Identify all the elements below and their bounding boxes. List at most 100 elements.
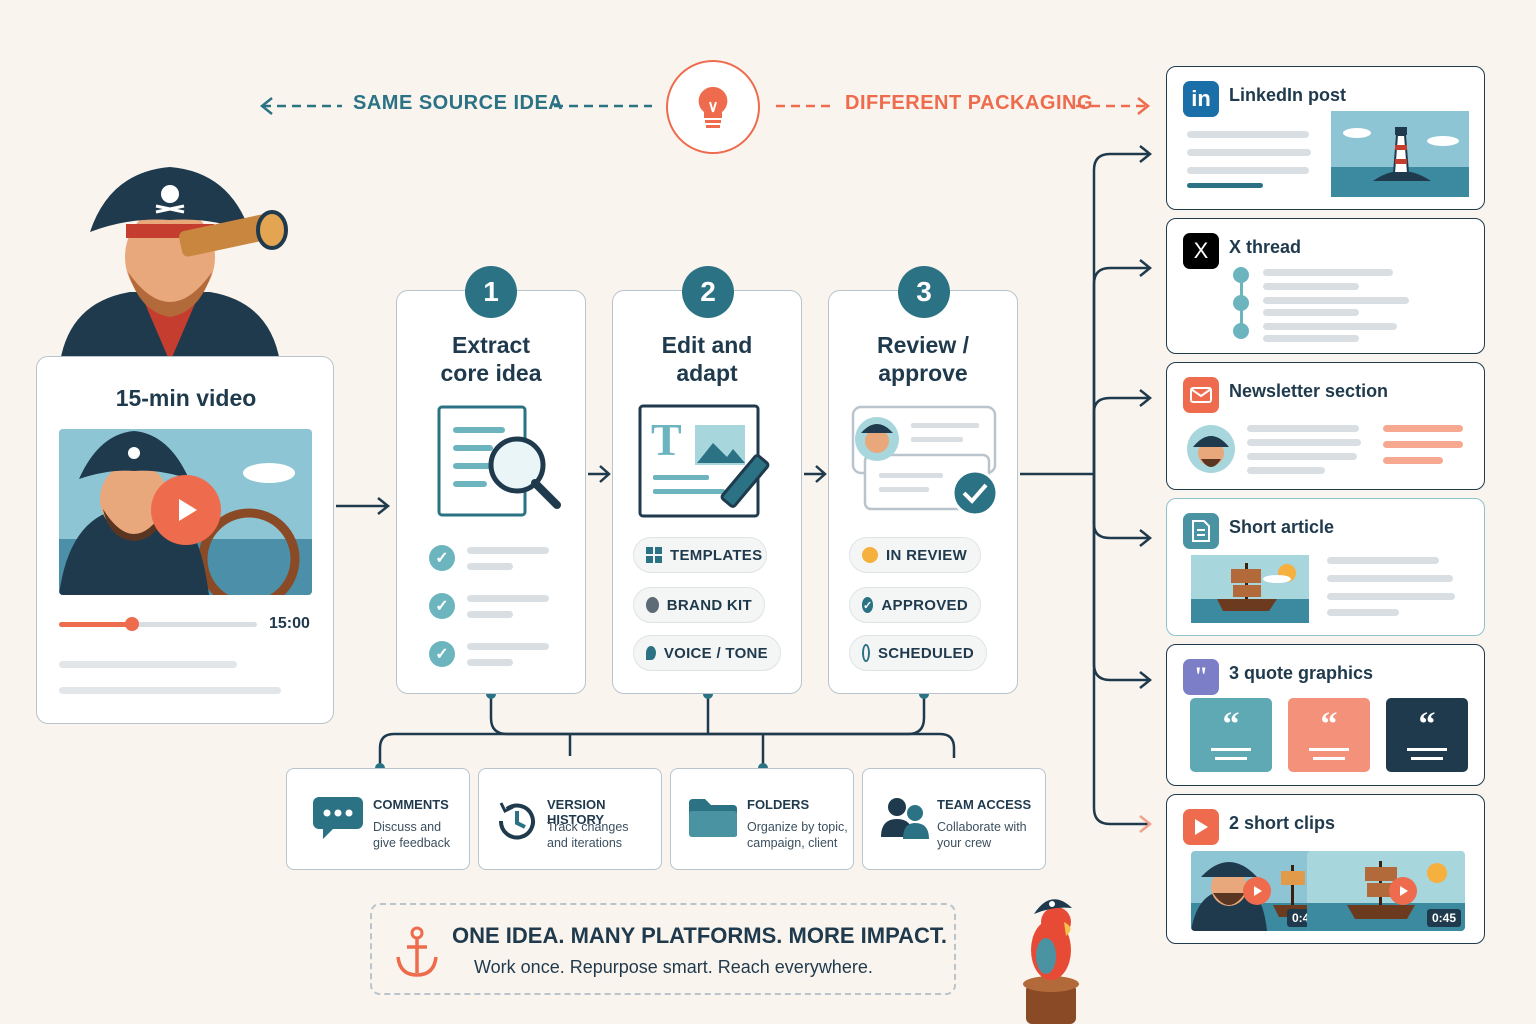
text-placeholder [1247,439,1361,446]
feature-comments[interactable]: COMMENTS Discuss and give feedback [286,768,470,870]
check-circle-icon: ✓ [862,597,874,613]
thread-dot-icon [1233,295,1249,311]
clock-icon [862,644,870,662]
same-source-label: SAME SOURCE IDEA [353,92,564,114]
feature-title: COMMENTS [373,797,449,812]
lighthouse-image [1331,111,1469,197]
svg-text:T: T [651,414,682,465]
templates-tag[interactable]: TEMPLATES [633,537,767,573]
chat-bubble-icon [313,797,363,839]
speech-bubble-icon [646,646,656,660]
lightbulb-icon [666,60,760,154]
step-number-badge: 1 [465,266,517,318]
output-short-clips-card[interactable]: 2 short clips 0:45 0:45 [1166,794,1485,944]
avatar [1187,425,1235,473]
text-placeholder [467,611,513,618]
text-image-edit-icon: T [638,404,770,518]
feature-title: FOLDERS [747,797,810,812]
feature-folders[interactable]: FOLDERS Organize by topic, campaign, cli… [670,768,854,870]
review-approve-icon [851,405,999,517]
progress-knob[interactable] [125,617,140,631]
scheduled-tag[interactable]: SCHEDULED [849,635,987,671]
thread-dot-icon [1233,323,1249,339]
text-placeholder [1187,167,1309,174]
step-title: Review / approve [876,332,970,386]
progress-track[interactable] [59,622,257,627]
step-edit-card: Edit and adapt T TEMPLATES BRAND KIT VOI… [612,290,802,694]
feature-version-history[interactable]: VERSION HISTORY Track changes and iterat… [478,768,662,870]
source-video-card: 15-min video 15:00 [36,356,334,724]
output-article-card[interactable]: Short article [1166,498,1485,636]
video-thumbnail[interactable] [59,429,312,595]
feature-desc: Collaborate with your crew [937,820,1027,850]
quote-mark-icon: “ [1222,706,1240,743]
text-placeholder [1247,467,1325,474]
play-button-icon[interactable] [1389,877,1417,905]
step-title: Edit and adapt [661,332,753,386]
document-icon [1183,513,1219,549]
output-title: Short article [1229,517,1335,537]
linkedin-icon: in [1183,81,1219,117]
step-number-badge: 2 [682,266,734,318]
text-placeholder [1263,309,1359,316]
clip-thumbnail[interactable]: 0:45 [1191,851,1325,931]
clip-thumbnail[interactable]: 0:45 [1307,851,1465,931]
grid-icon [646,547,662,563]
document-search-icon [437,405,561,517]
text-placeholder [59,661,237,668]
in-review-tag[interactable]: IN REVIEW [849,537,981,573]
feature-desc: Organize by topic, campaign, client [747,820,848,850]
feature-desc: Track changes and iterations [547,820,629,850]
quote-graphic[interactable]: “ [1190,698,1272,772]
text-placeholder [1263,283,1359,290]
step-title: Extract core idea [440,332,542,386]
feature-title: VERSION HISTORY [547,797,606,827]
footer-headline: ONE IDEA. MANY PLATFORMS. MORE IMPACT. [452,923,948,948]
play-button-icon[interactable] [1243,877,1271,905]
thread-dot-icon [1233,267,1249,283]
feature-team-access[interactable]: TEAM ACCESS Collaborate with your crew [862,768,1046,870]
play-button-icon[interactable] [151,475,221,545]
voice-tone-tag[interactable]: VOICE / TONE [633,635,781,671]
output-title: X thread [1229,237,1302,257]
text-placeholder [467,595,549,602]
feature-title: TEAM ACCESS [937,797,1032,812]
feature-desc: Discuss and give feedback [373,820,451,850]
text-placeholder [1187,183,1263,188]
palette-icon [646,597,659,613]
step-extract-card: Extract core idea ✓ ✓ ✓ [396,290,586,694]
text-placeholder [1263,297,1409,304]
quote-mark-icon: “ [1320,706,1338,743]
text-placeholder [1247,425,1359,432]
check-icon: ✓ [429,641,455,667]
text-placeholder [1383,457,1443,464]
output-newsletter-card[interactable]: Newsletter section [1166,362,1485,490]
quote-graphic[interactable]: “ [1386,698,1468,772]
output-title: 3 quote graphics [1229,663,1374,683]
text-placeholder [1327,575,1453,582]
text-placeholder [59,687,281,694]
text-placeholder [467,563,513,570]
quote-mark-icon: “ [1418,706,1436,743]
output-title: Newsletter section [1229,381,1389,401]
text-placeholder [467,643,549,650]
folder-icon [689,799,737,837]
pirate-spyglass-illustration [60,167,288,362]
progress-fill [59,622,133,627]
text-placeholder [467,547,549,554]
quote-graphic[interactable]: “ [1288,698,1370,772]
output-x-thread-card[interactable]: X X thread [1166,218,1485,354]
history-clock-icon [498,802,535,840]
output-title: LinkedIn post [1229,85,1346,105]
brand-kit-tag[interactable]: BRAND KIT [633,587,765,623]
approved-tag[interactable]: ✓ APPROVED [849,587,981,623]
step-number-badge: 3 [898,266,950,318]
text-placeholder [1327,609,1399,616]
play-icon [1183,809,1219,845]
text-placeholder [1263,269,1393,276]
text-placeholder [1383,425,1463,432]
tagline-banner: ONE IDEA. MANY PLATFORMS. MORE IMPACT. W… [370,903,956,995]
anchor-icon [396,926,438,977]
output-linkedin-card[interactable]: in LinkedIn post [1166,66,1485,210]
